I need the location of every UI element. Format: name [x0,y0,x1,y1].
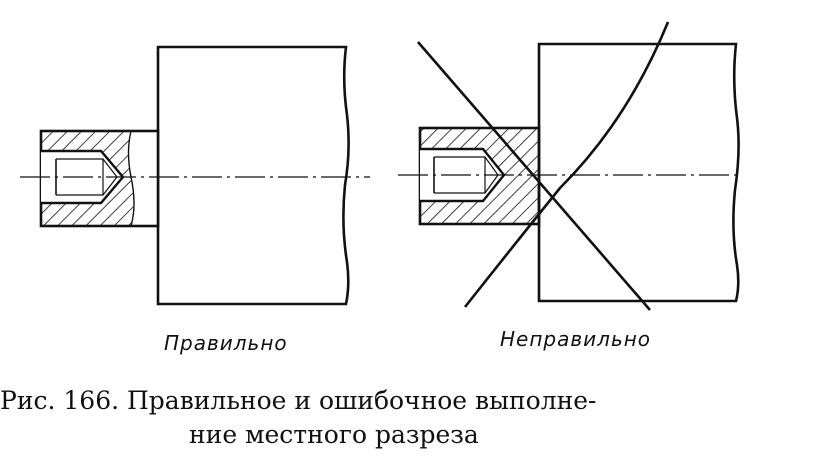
boss-with-local-section [418,126,541,226]
caption-line-2: ние местного разреза [189,420,479,449]
correct-label: Правильно [164,331,288,355]
figure-caption: Рис. 166. Правильное и ошибочное выполне… [0,384,840,452]
correct-drawing [20,45,370,306]
cross-out-stroke [463,21,670,308]
main-body [537,42,740,303]
incorrect-label: Неправильно [500,327,652,351]
caption-line-1: Рис. 166. Правильное и ошибочное выполне… [0,386,597,415]
boss-with-local-section [39,129,160,228]
main-body [156,45,350,306]
cross-out-stroke [417,41,651,311]
incorrect-drawing [398,21,742,311]
